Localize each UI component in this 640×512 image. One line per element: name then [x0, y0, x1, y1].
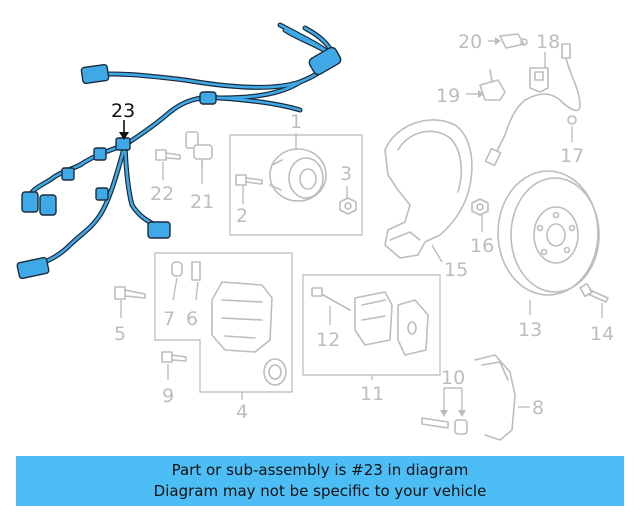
callout-13: 13	[518, 319, 542, 341]
callout-5: 5	[114, 323, 126, 345]
notice-banner: Part or sub-assembly is #23 in diagram D…	[16, 456, 624, 506]
anti-rattle-spring	[474, 354, 516, 441]
callout-18: 18	[536, 31, 560, 53]
callout-labels: 1 2 3 4 5 6 7 8 9 10 11 12 13 14 15 16 1…	[111, 31, 614, 423]
callout-11: 11	[360, 383, 384, 405]
abs-wiring-harness	[16, 22, 342, 280]
callout-23: 23	[111, 100, 135, 122]
rotor-screw	[579, 282, 609, 303]
parts-diagram: 1 2 3 4 5 6 7 8 9 10 11 12 13 14 15 16 1…	[16, 22, 614, 441]
brake-pad-box	[302, 274, 441, 376]
callout-14: 14	[590, 323, 614, 345]
wheel-hub	[269, 148, 327, 202]
callout-3: 3	[340, 163, 352, 185]
callout-2: 2	[236, 205, 248, 227]
hub-bolt	[235, 174, 263, 186]
guide-pins	[421, 417, 468, 435]
callout-10: 10	[441, 367, 465, 389]
callout-20: 20	[458, 31, 482, 53]
shield-bolt	[471, 198, 489, 216]
brake-hose	[484, 43, 581, 167]
notice-line-part: Part or sub-assembly is #23 in diagram	[171, 461, 469, 479]
callout-6: 6	[186, 308, 198, 330]
brake-rotor	[497, 170, 600, 296]
callout-15: 15	[444, 259, 468, 281]
caliper-assembly-box	[154, 252, 293, 393]
callout-4: 4	[236, 401, 248, 423]
callout-1: 1	[290, 111, 302, 133]
callout-19: 19	[436, 85, 460, 107]
callout-21: 21	[190, 191, 214, 213]
bracket-clip	[479, 69, 506, 101]
callout-17: 17	[560, 145, 584, 167]
callout-12: 12	[316, 329, 340, 351]
bracket-bolt	[499, 33, 528, 49]
hub-assembly-box	[229, 134, 363, 236]
callout-7: 7	[163, 308, 175, 330]
dust-shield	[384, 119, 473, 259]
speed-sensor	[185, 131, 213, 169]
brake-caliper	[171, 261, 287, 386]
axle-nut	[339, 197, 357, 215]
callout-9: 9	[162, 385, 174, 407]
callout-22: 22	[150, 183, 174, 205]
sensor-bolt	[155, 149, 181, 161]
caliper-bolt	[114, 286, 146, 300]
callout-16: 16	[470, 235, 494, 257]
notice-line-disclaimer: Diagram may not be specific to your vehi…	[153, 482, 487, 500]
carrier-bolt	[161, 351, 187, 363]
brake-pads	[311, 287, 429, 356]
callout-8: 8	[532, 397, 544, 419]
hose-bracket	[529, 67, 549, 93]
